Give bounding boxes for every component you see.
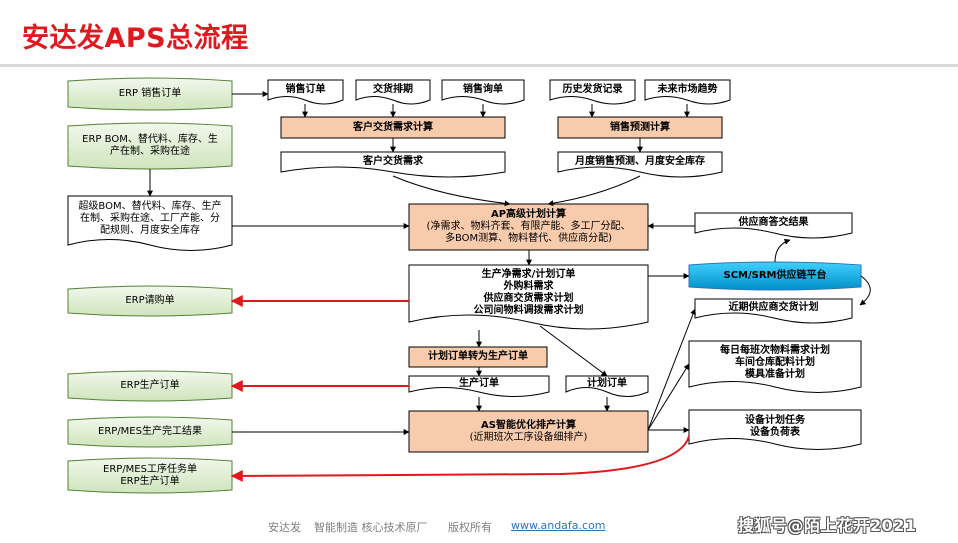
as-to-near-supplier-connector xyxy=(647,308,696,431)
as-calc-shape xyxy=(408,410,649,453)
production-order-doc-shape xyxy=(408,375,550,397)
plan-order-doc-shape xyxy=(565,375,649,397)
scm-to-reply-connector xyxy=(774,238,791,263)
ap-output-doc-shape xyxy=(408,264,649,330)
supplier-reply-doc-shape xyxy=(694,212,853,239)
super-bom-doc-shape xyxy=(67,195,233,251)
erp-bom-shape xyxy=(67,122,233,170)
sales-forecast-calc-shape xyxy=(557,116,723,139)
erp-sales-order-shape xyxy=(67,77,233,111)
near-supplier-plan-doc-shape xyxy=(694,298,853,324)
convert-order-shape xyxy=(408,346,548,368)
footer-url-link[interactable]: www.andafa.com xyxy=(511,519,606,532)
sales-inquiry-doc-shape xyxy=(441,79,525,105)
scm-loop-connector xyxy=(859,275,871,306)
as-to-daily-connector xyxy=(647,363,690,431)
erp-mes-done-shape xyxy=(67,416,233,448)
daily-plan-doc-shape xyxy=(688,340,862,393)
customer-doc-to-ap-connector xyxy=(392,175,511,207)
delivery-schedule-doc-shape xyxy=(355,79,431,105)
erp-production-order-shape xyxy=(67,370,233,402)
erp-mes-task-shape xyxy=(67,457,233,494)
equipment-doc-shape xyxy=(688,409,862,450)
footer-company: 安达发 xyxy=(268,521,301,534)
market-trend-doc-shape xyxy=(644,79,731,105)
monthly-forecast-doc-shape xyxy=(557,151,723,178)
page-title: 安达发APS总流程 xyxy=(22,23,249,54)
footer-rights: 版权所有 xyxy=(448,521,492,534)
forecast-doc-to-ap-connector xyxy=(547,175,641,207)
as-to-erp-task-connector xyxy=(230,435,690,482)
ap-calc-shape xyxy=(408,203,649,251)
sales-order-doc-shape xyxy=(267,79,344,105)
watermark: 搜狐号@陌上花开2021 xyxy=(738,516,917,535)
scm-platform-shape xyxy=(688,261,862,291)
customer-demand-doc-shape xyxy=(280,151,506,178)
footer-slogan: 智能制造 核心技术原厂 xyxy=(314,521,428,534)
output-to-plan-connector xyxy=(539,325,608,377)
erp-purchase-shape xyxy=(67,285,233,317)
title-divider xyxy=(0,64,958,67)
history-shipments-doc-shape xyxy=(549,79,636,105)
customer-demand-calc-shape xyxy=(280,116,506,139)
